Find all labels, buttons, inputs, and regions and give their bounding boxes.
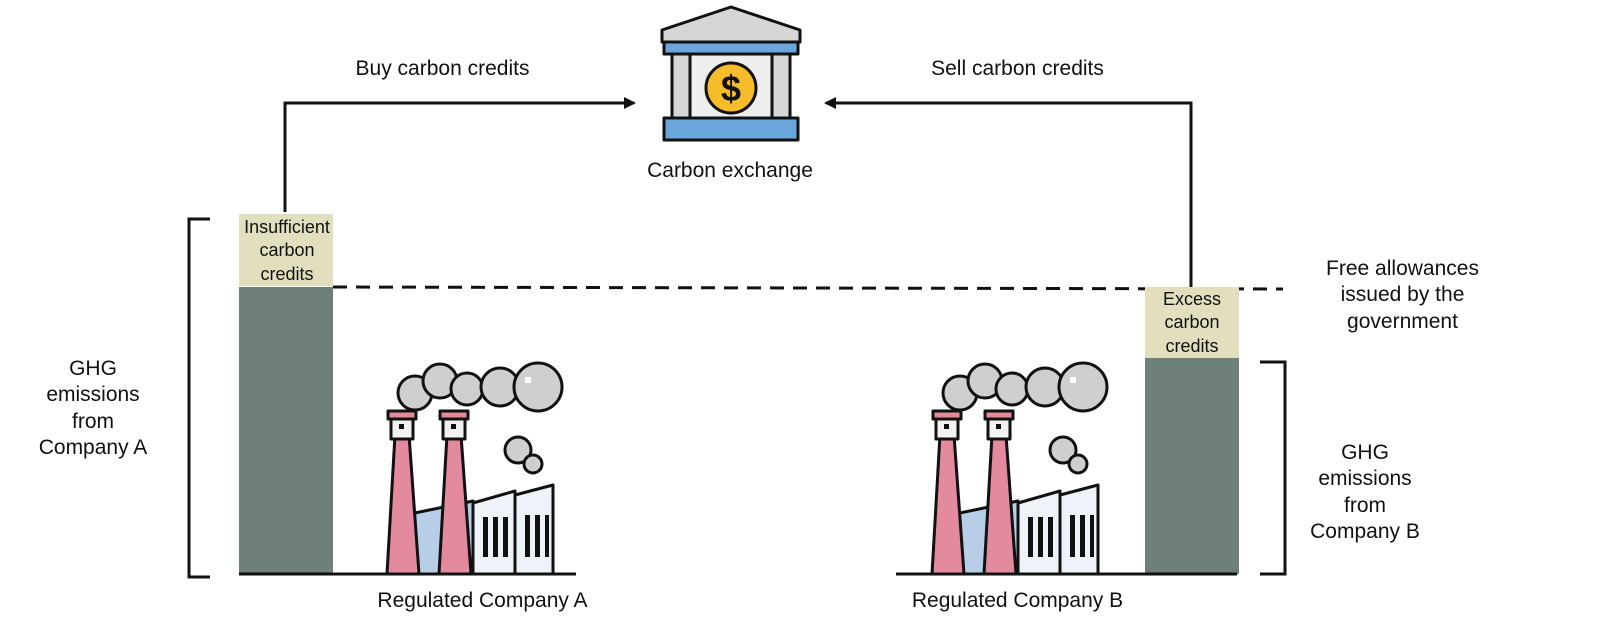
company-b-credit-label: Excess carbon credits [1162, 289, 1222, 356]
sell-flow-arrow [824, 97, 1193, 290]
allowance-dashed-line [332, 285, 1284, 291]
factory-icon [385, 361, 564, 576]
company-a-credit-box [239, 214, 333, 286]
company-a-emissions-label: GHG emissions from Company A [38, 357, 148, 459]
sell-credits-label: Sell carbon credits [931, 57, 1104, 80]
allowance-label: Free allowances issued by the government [1326, 257, 1479, 333]
bank-dollar-icon: $ [660, 5, 802, 142]
company-b-emissions-label: GHG emissions from Company B [1310, 441, 1420, 543]
buy-credits-label: Buy carbon credits [355, 57, 530, 80]
svg-text:$: $ [721, 68, 741, 109]
company-a-credit-label: Insufficient carbon credits [244, 217, 330, 284]
company-b-emissions-bar [1145, 358, 1239, 574]
factory-icon [930, 361, 1109, 576]
company-b-credit-box [1145, 287, 1239, 358]
company-a-emissions-bracket [187, 217, 210, 579]
exchange-label: Carbon exchange [647, 159, 813, 182]
company-a-emissions-bar [239, 287, 333, 574]
company-b-label: Regulated Company B [911, 589, 1124, 612]
company-b-emissions-bracket [1260, 360, 1287, 576]
buy-flow-arrow [283, 97, 636, 212]
company-a-label: Regulated Company A [377, 589, 588, 612]
